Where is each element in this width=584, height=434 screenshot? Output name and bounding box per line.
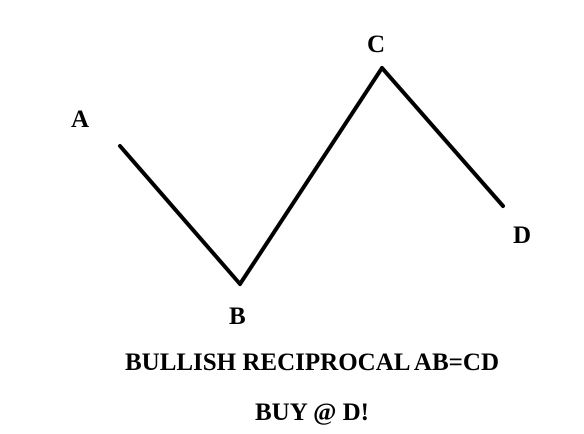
segment-c-d <box>380 66 505 208</box>
pattern-lines <box>118 66 505 286</box>
point-label-c: C <box>367 31 385 58</box>
segment-b-c <box>238 66 384 286</box>
segment-a-b <box>118 144 242 286</box>
diagram-title: BULLISH RECIPROCAL AB=CD <box>125 349 499 376</box>
captions: BULLISH RECIPROCAL AB=CD BUY @ D! <box>125 349 499 426</box>
diagram-subtitle: BUY @ D! <box>255 399 369 426</box>
point-label-a: A <box>71 106 89 133</box>
point-label-b: B <box>229 303 246 330</box>
point-label-d: D <box>513 222 531 249</box>
point-labels: A B C D <box>71 31 531 330</box>
